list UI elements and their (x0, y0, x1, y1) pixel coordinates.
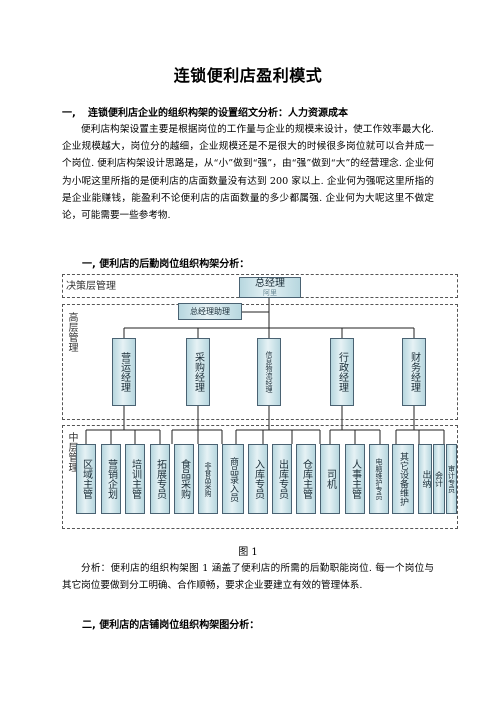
staff-label: 拓展专员 (154, 459, 166, 499)
staff-label: 出纳 (420, 470, 431, 488)
figure-caption: 图 1 (238, 547, 258, 558)
org-chart: 决策层管理 高层管理 中层管理 总经理 阿里 总经理助理 营运经理 采购经理 信… (62, 272, 458, 532)
layer-label-mid: 中层管理 (66, 432, 77, 472)
staff-label: 司机 (324, 469, 336, 489)
staff-outbound: 出库专员 (272, 444, 292, 514)
staff-label: 培训主管 (129, 459, 141, 499)
staff-pc-maintenance: 电脑维护专员 (369, 444, 389, 514)
staff-label: 区域主管 (80, 459, 92, 499)
staff-label: 商品录入员 (228, 456, 238, 502)
gm-sublabel: 阿里 (263, 289, 277, 297)
layer-label-high: 高层管理 (66, 312, 77, 352)
high-layer-frame (62, 304, 458, 420)
manager-it-logistics: 信息物流经理 (257, 338, 281, 406)
subheading-backoffice: 一, 便利店的后勤岗位组织构架分析： (82, 259, 250, 270)
manager-operations-label: 营运经理 (118, 352, 130, 392)
staff-marketing: 营销企划 (101, 444, 121, 514)
staff-label: 其它设备维护 (398, 452, 408, 506)
staff-label: 食品采购 (178, 459, 190, 499)
staff-expansion: 拓展专员 (150, 444, 170, 514)
staff-auditor: 审计专员 (446, 444, 457, 514)
staff-food-purchase: 食品采购 (174, 444, 194, 514)
staff-cashier: 出纳 (418, 444, 432, 514)
manager-admin-label: 行政经理 (336, 352, 348, 392)
staff-inbound: 入库专员 (248, 444, 268, 514)
gm-box: 总经理 阿里 (239, 277, 301, 298)
org-chart-connectors (85, 298, 445, 444)
mid-layer-frame (62, 425, 458, 529)
staff-label: 电脑维护专员 (375, 458, 383, 500)
staff-label: 仓库主管 (300, 459, 312, 499)
layer-label-decision: 决策层管理 (66, 281, 116, 292)
section-number: 一, (62, 108, 76, 119)
staff-goods-entry: 商品录入员 (222, 444, 244, 514)
manager-finance-label: 财务经理 (408, 352, 420, 392)
intro-paragraph: 便利店构架设置主要是根据岗位的工作量与企业的规模来设计，使工作效率最大化. 企业… (62, 124, 434, 222)
staff-driver: 司机 (320, 444, 340, 514)
staff-nonfood-purchase: 非食品采购 (198, 444, 218, 514)
manager-it-logistics-label: 信息物流经理 (265, 351, 273, 393)
manager-operations: 营运经理 (112, 338, 136, 406)
staff-hr: 人事主管 (345, 444, 365, 514)
section-heading: 一, 连锁便利店企业的组织构架的设置绍文分析：人力资源成本 (62, 104, 348, 119)
manager-purchasing: 采购经理 (186, 338, 210, 406)
staff-area-supervisor: 区域主管 (76, 444, 96, 514)
staff-label: 审计专员 (447, 465, 456, 493)
staff-label: 会计 (434, 471, 444, 487)
staff-training: 培训主管 (125, 444, 145, 514)
analysis-paragraph: 分析：便利店的组织构架图 1 涵盖了便利店的所需的后勤职能岗位. 每一个岗位与其… (62, 563, 434, 592)
staff-label: 非食品采购 (204, 461, 212, 497)
section-heading-text: 连锁便利店企业的组织构架的设置绍文分析：人力资源成本 (88, 108, 348, 119)
gm-assistant-box: 总经理助理 (178, 303, 242, 320)
staff-accountant: 会计 (433, 444, 445, 514)
subheading-store: 二, 便利店的店铺岗位组织构架图分析： (82, 620, 260, 631)
page-title: 连锁便利店盈利模式 (173, 66, 323, 85)
gm-label: 总经理 (255, 278, 285, 289)
staff-label: 入库专员 (252, 459, 264, 499)
manager-admin: 行政经理 (330, 338, 354, 406)
manager-finance: 财务经理 (402, 338, 426, 406)
staff-warehouse: 仓库主管 (296, 444, 316, 514)
staff-label: 人事主管 (349, 459, 361, 499)
staff-other-equipment: 其它设备维护 (392, 444, 414, 514)
manager-purchasing-label: 采购经理 (192, 352, 204, 392)
staff-label: 营销企划 (105, 459, 117, 499)
staff-label: 出库专员 (276, 459, 288, 499)
